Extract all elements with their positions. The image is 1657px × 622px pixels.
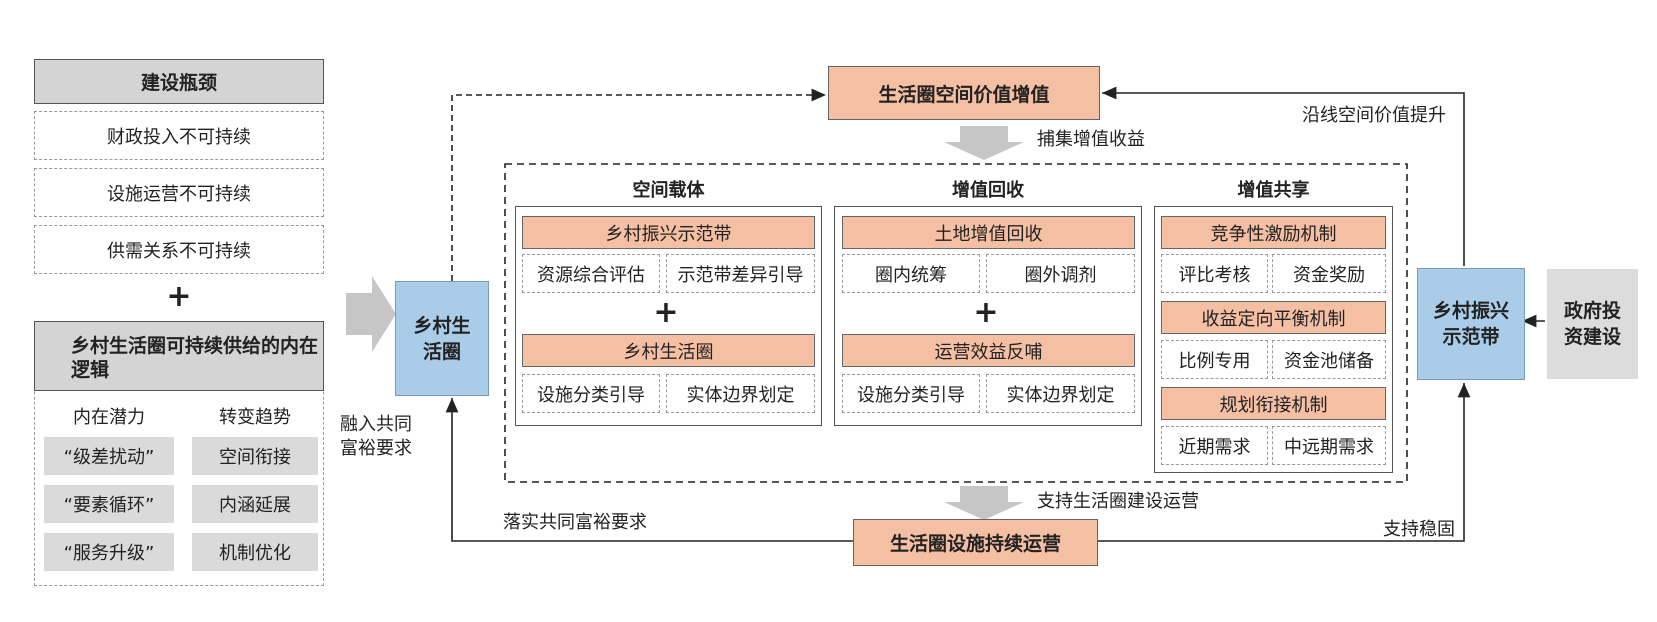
spatial-row1-item: 示范带差异引导 xyxy=(666,254,815,293)
arrow-demo-to-top xyxy=(1102,86,1465,266)
plus-sign: + xyxy=(653,295,679,330)
dashed-arrow-to-top xyxy=(451,88,826,281)
recovery-title: 增值回收 xyxy=(952,180,1024,201)
bottleneck-title: 建设瓶颈 xyxy=(34,59,324,104)
share-head1: 竞争性激励机制 xyxy=(1161,216,1386,249)
rural-circle-box: 乡村生活圈 xyxy=(395,281,489,396)
col2-title: 转变趋势 xyxy=(219,407,291,428)
recovery-head1: 土地增值回收 xyxy=(842,216,1135,249)
plus-sign: + xyxy=(166,279,192,314)
share-row3-item: 近期需求 xyxy=(1161,426,1268,465)
recovery-row1-item: 圈内统筹 xyxy=(842,254,980,293)
along-label: 沿线空间价值提升 xyxy=(1302,105,1446,126)
share-head2: 收益定向平衡机制 xyxy=(1161,301,1386,334)
col1-item: “级差扰动” xyxy=(44,437,174,475)
col1-item: “服务升级” xyxy=(44,533,174,571)
merge-label: 融入共同富裕要求 xyxy=(340,414,412,459)
col2-item: 内涵延展 xyxy=(192,485,318,523)
arrow-to-circle xyxy=(445,398,853,542)
spatial-row1-item: 资源综合评估 xyxy=(522,254,660,293)
plus-sign: + xyxy=(973,295,999,330)
share-title: 增值共享 xyxy=(1237,180,1310,201)
facility-operation-box: 生活圈设施持续运营 xyxy=(853,519,1098,566)
spatial-title: 空间载体 xyxy=(632,180,705,201)
gov-investment-box: 政府投资建设 xyxy=(1547,269,1638,379)
spatial-row2-item: 设施分类引导 xyxy=(522,374,660,413)
recovery-head2: 运营效益反哺 xyxy=(842,334,1135,367)
dashed-frame xyxy=(504,163,1408,483)
col1-item: “要素循环” xyxy=(44,485,174,523)
col1-title: 内在潜力 xyxy=(73,407,145,428)
share-row2-item: 比例专用 xyxy=(1161,340,1268,379)
spatial-head1: 乡村振兴示范带 xyxy=(522,216,815,249)
stable-label: 支持稳固 xyxy=(1383,519,1455,540)
spatial-head2: 乡村生活圈 xyxy=(522,334,815,367)
col2-item: 机制优化 xyxy=(192,533,318,571)
col2-item: 空间衔接 xyxy=(192,437,318,475)
demo-zone-box: 乡村振兴示范带 xyxy=(1417,268,1525,380)
bottleneck-item: 财政投入不可持续 xyxy=(34,111,324,160)
spatial-row2-item: 实体边界划定 xyxy=(666,374,815,413)
share-row3-item: 中远期需求 xyxy=(1272,426,1386,465)
share-row1-item: 评比考核 xyxy=(1161,254,1268,293)
recovery-row2-item: 设施分类引导 xyxy=(842,374,980,413)
share-row2-item: 资金池储备 xyxy=(1272,340,1386,379)
arrow-to-demo xyxy=(1098,383,1471,542)
recovery-row1-item: 圈外调剂 xyxy=(986,254,1135,293)
capture-label: 捕集增值收益 xyxy=(1037,129,1145,150)
share-head3: 规划衔接机制 xyxy=(1161,387,1386,420)
logic-title: 乡村生活圈可持续供给的内在逻辑 xyxy=(34,321,324,391)
gray-down-arrow-bottom xyxy=(944,486,1024,520)
gray-down-arrow-top xyxy=(944,126,1024,160)
support-label: 支持生活圈建设运营 xyxy=(1037,491,1199,512)
bottleneck-item: 设施运营不可持续 xyxy=(34,168,324,217)
bottleneck-item: 供需关系不可持续 xyxy=(34,225,324,274)
implement-label: 落实共同富裕要求 xyxy=(503,512,647,533)
value-increase-box: 生活圈空间价值增值 xyxy=(828,66,1100,120)
share-row1-item: 资金奖励 xyxy=(1272,254,1386,293)
recovery-row2-item: 实体边界划定 xyxy=(986,374,1135,413)
big-gray-arrow xyxy=(346,276,396,352)
